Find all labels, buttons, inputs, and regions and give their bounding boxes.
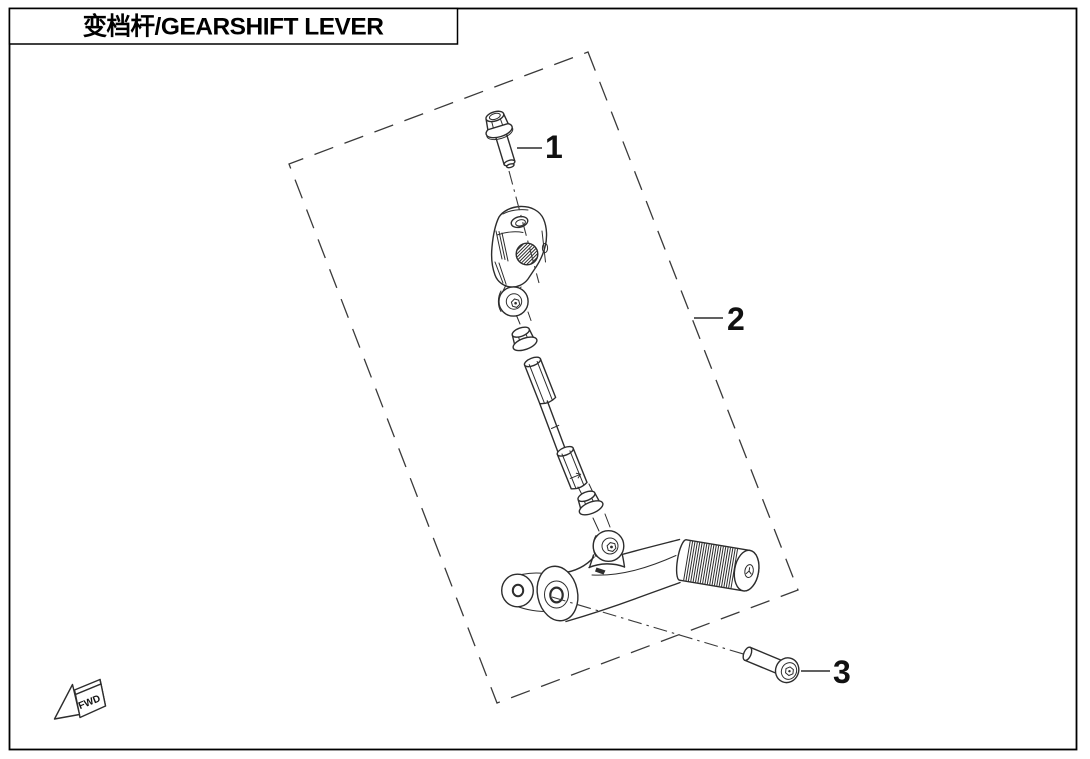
- peg-end-recess: [744, 564, 754, 579]
- upper-ball-inner: [505, 293, 523, 310]
- lower-ball-socket-hex: [606, 542, 617, 552]
- part-foot-peg: [675, 539, 760, 592]
- callout-1-label: 1: [545, 129, 563, 165]
- part-flange-bolt: [485, 110, 516, 169]
- bolt3-head-face: [780, 662, 798, 680]
- lever-pivot-face: [544, 580, 569, 609]
- clamp-top-hole-inner: [515, 219, 526, 227]
- lower-ball-inner: [601, 537, 619, 555]
- centerline-bolt3: [551, 596, 746, 656]
- bolt3-center-dot: [788, 669, 791, 673]
- lower-nut-flange: [578, 500, 604, 516]
- lever-bottom-edge: [565, 581, 681, 623]
- upper-ball-housing: [498, 286, 529, 317]
- page-title: 变档杆/GEARSHIFT LEVER: [83, 12, 385, 41]
- lower-ball-center-dot: [610, 545, 613, 549]
- clamp-slot-lines: [494, 230, 509, 285]
- peg-knurl-ribs: [683, 540, 739, 589]
- rod-lower-hex-sleeve: [556, 445, 588, 490]
- lever-front-boss-hole: [511, 583, 525, 598]
- fwd-direction-marker: FWD: [53, 678, 107, 720]
- part-lower-ball-joint: [592, 530, 625, 563]
- clamp-boss-edges: [496, 209, 529, 236]
- part-socket-bolt: [742, 646, 800, 684]
- title-box: 变档杆/GEARSHIFT LEVER: [8, 7, 459, 45]
- lower-ball-housing: [592, 530, 625, 563]
- rod-collar-tick: [551, 424, 560, 429]
- lower-nut-top: [577, 490, 596, 503]
- title-box-frame: [8, 7, 459, 45]
- lower-ball-band: [592, 535, 597, 557]
- upper-ball-band: [497, 290, 502, 312]
- bolt1-tip: [505, 163, 515, 169]
- part-pedal-lever: [501, 538, 681, 623]
- part-linkage-rod: [523, 356, 594, 497]
- bolt3-socket-hex: [785, 666, 794, 677]
- lever-tower-base: [588, 563, 626, 569]
- clamp-bolt-hole: [541, 242, 549, 254]
- callout-2: 2: [694, 301, 745, 337]
- upper-stud: [516, 311, 532, 325]
- assembly-boundary-dashed-box: [288, 51, 799, 704]
- bolt3-tail: [742, 646, 753, 662]
- part-shift-arm-clamp: [490, 205, 549, 288]
- upper-ball-center-dot: [514, 301, 517, 305]
- part-lower-lock-nut: [577, 490, 604, 516]
- callout-2-label: 2: [727, 301, 745, 337]
- rod-shaft: [539, 400, 566, 453]
- lower-ball-neck: [592, 513, 611, 532]
- peg-end-mark: [745, 567, 752, 575]
- upper-nut-flange: [512, 336, 538, 352]
- page-border: [8, 7, 1078, 751]
- part-upper-lock-nut: [511, 326, 538, 352]
- upper-nut-top: [511, 326, 531, 338]
- callout-3-label: 3: [833, 654, 851, 690]
- part-upper-ball-joint: [497, 284, 532, 325]
- rod-direction-mark: [569, 472, 582, 479]
- bolt1-head-washer: [488, 112, 501, 121]
- bolt1-flange-edge: [486, 127, 514, 141]
- upper-ball-socket-hex: [510, 298, 521, 308]
- lever-inner-edge: [591, 555, 677, 576]
- lever-clamp-slot: [595, 567, 606, 575]
- peg-end-cap: [733, 549, 760, 592]
- fwd-arrow-head: [53, 683, 81, 720]
- clamp-slit: [541, 230, 546, 263]
- rod-upper-hex-sleeve: [523, 356, 557, 405]
- lever-top-edge: [621, 538, 681, 556]
- centerline-bolt1: [508, 170, 540, 284]
- callout-1: 1: [517, 129, 563, 165]
- callout-3: 3: [801, 654, 851, 690]
